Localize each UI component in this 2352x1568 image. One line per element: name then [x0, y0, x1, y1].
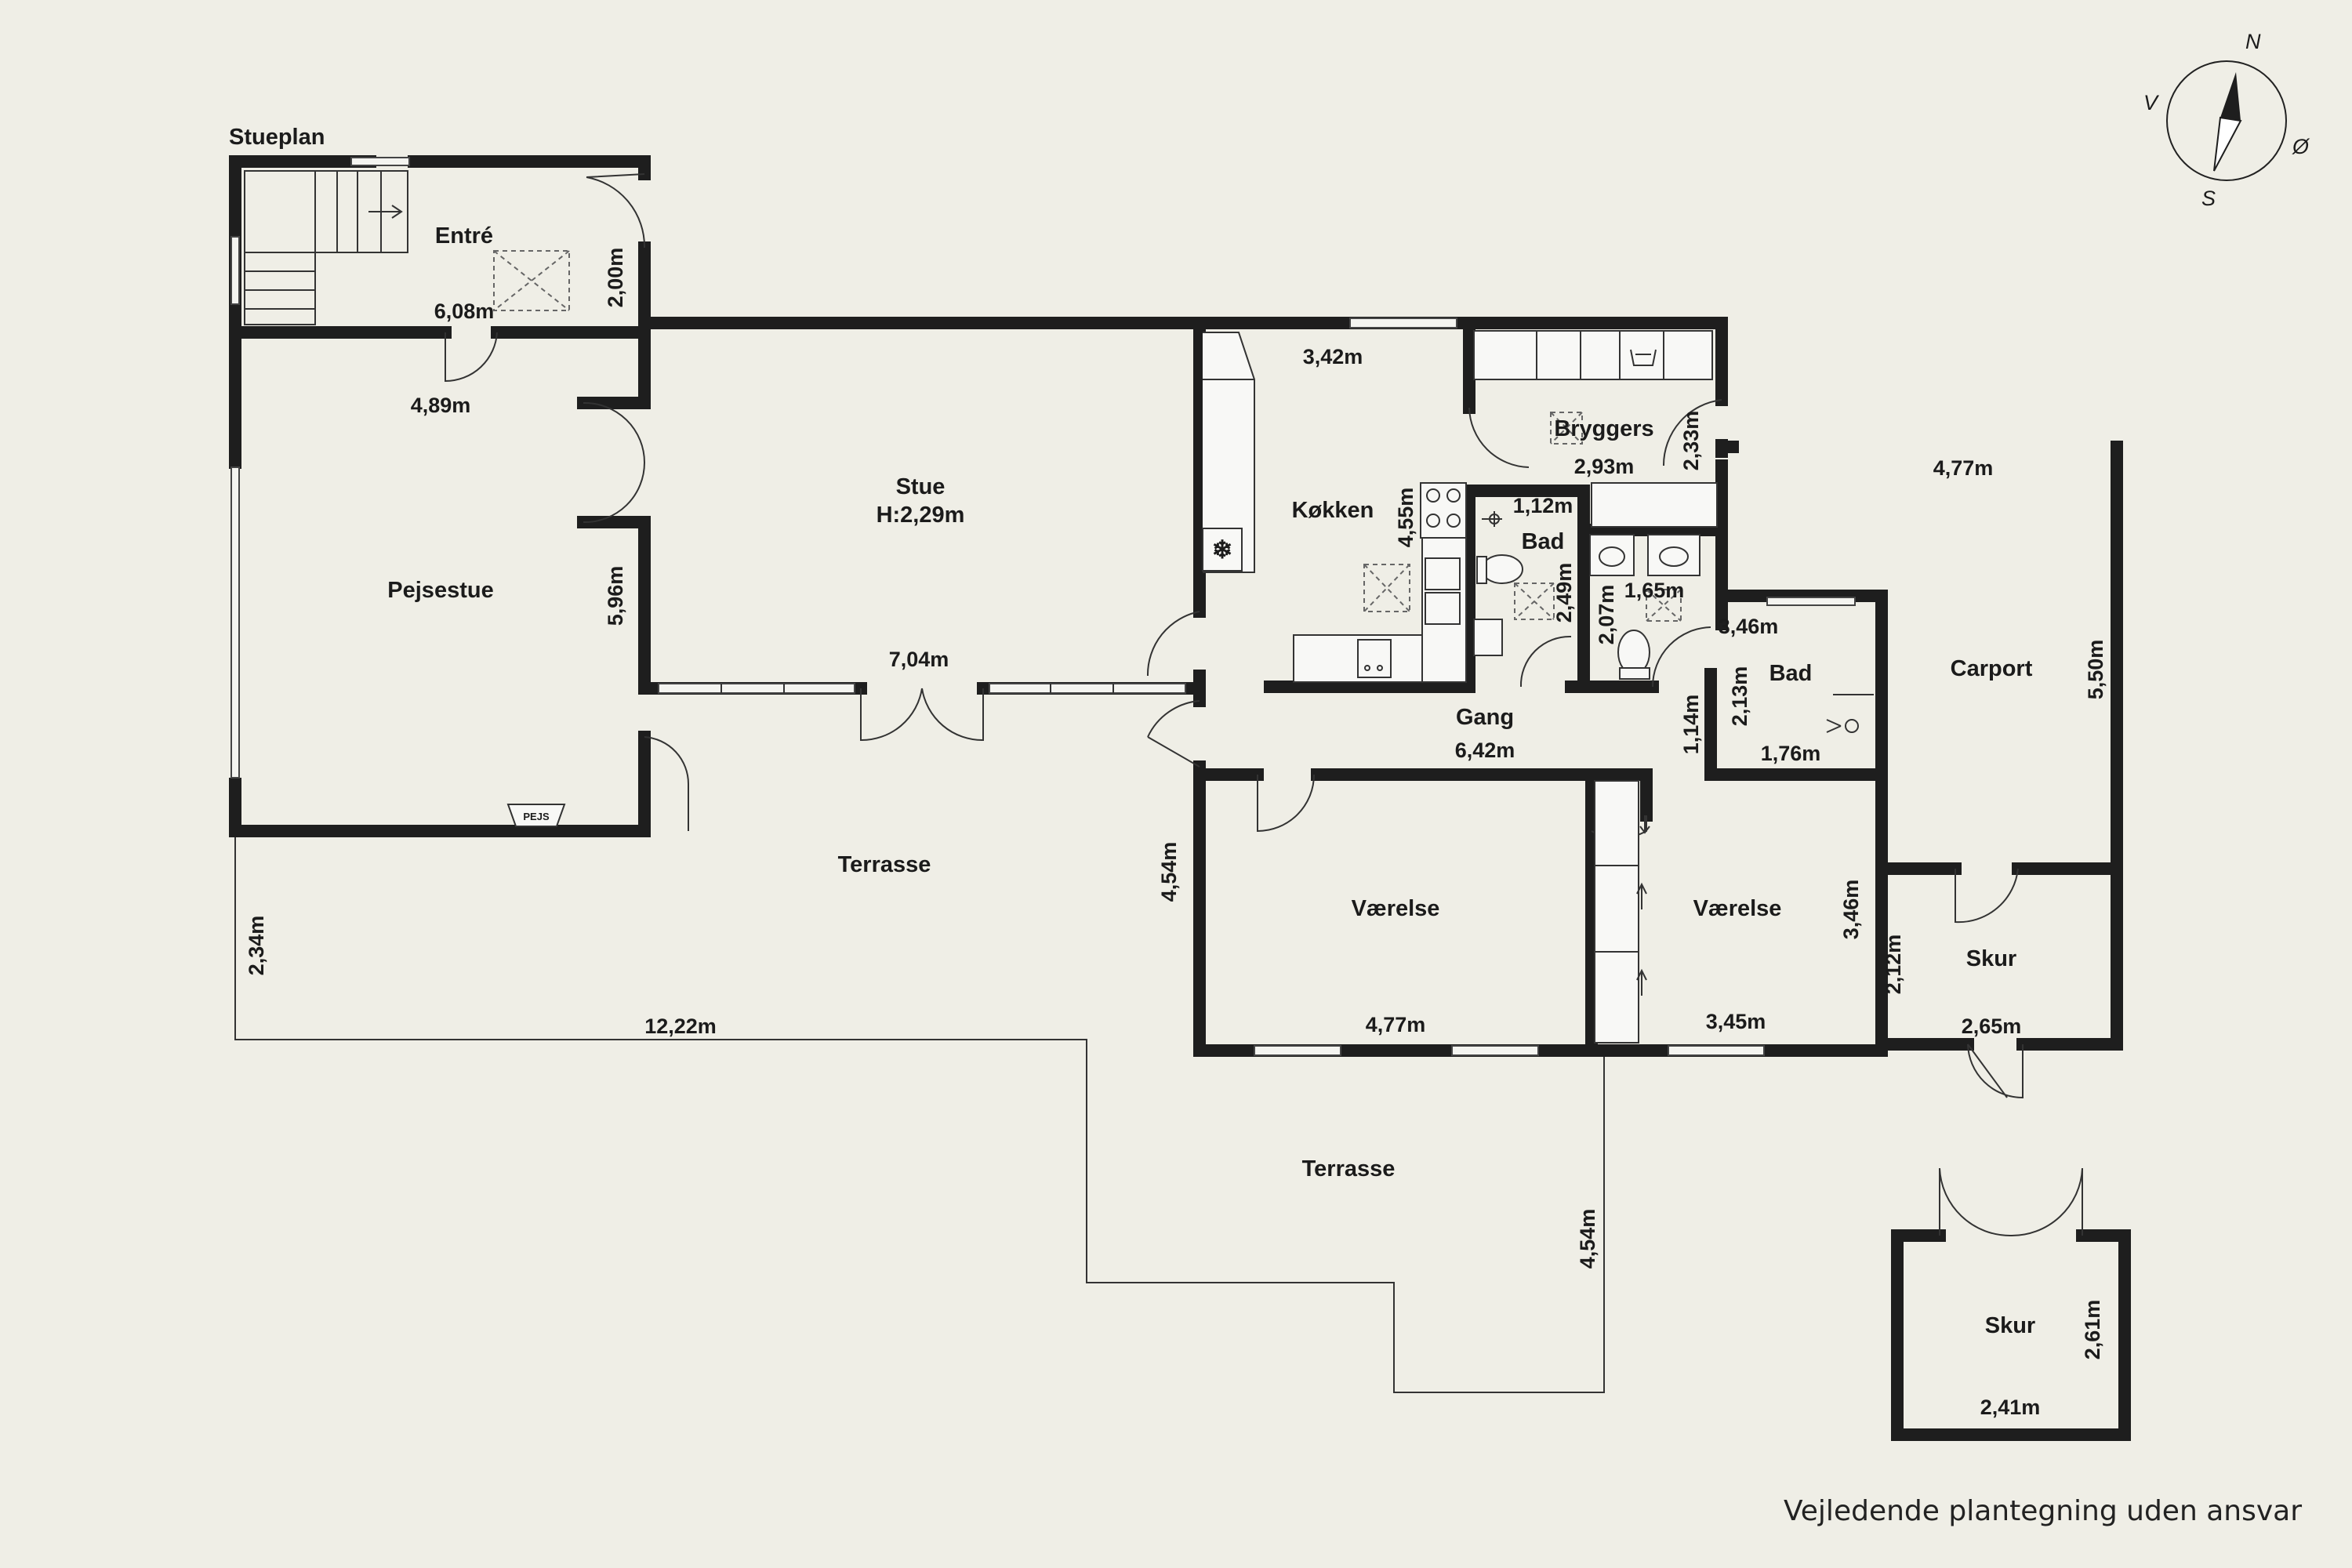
compass-needle-north: [2220, 72, 2241, 121]
dim-carport-h: 5,50m: [2084, 640, 2107, 700]
room-terrasse1: Terrasse: [838, 852, 931, 877]
room-stue-height: H:2,29m: [877, 503, 965, 528]
fireplace: PEJS: [506, 804, 566, 827]
disclaimer: Vejledende plantegning uden ansvar: [1783, 1495, 2302, 1527]
dim-vaerelse2-w: 3,45m: [1706, 1010, 1766, 1033]
fireplace-label: PEJS: [523, 811, 550, 822]
dim-bad1-h: 2,49m: [1552, 563, 1576, 623]
dim-vaerelse1-w: 4,77m: [1366, 1013, 1426, 1036]
dim-bryggers-w: 2,93m: [1574, 455, 1635, 478]
compass: N S Ø V: [2143, 30, 2310, 210]
dim-skur2-h: 2,61m: [2081, 1300, 2104, 1360]
room-bryggers: Bryggers: [1554, 416, 1653, 441]
wardrobe: [1594, 780, 1650, 1044]
dim-skur1-h: 2,12m: [1882, 935, 1905, 995]
dim-bryggers-h: 2,33m: [1679, 411, 1703, 471]
dim-entre-h: 2,00m: [604, 248, 627, 308]
dim-gang-h: 1,14m: [1679, 695, 1703, 755]
dim-skur1-w: 2,65m: [1962, 1014, 2022, 1038]
dim-pejsestue-h: 5,96m: [604, 566, 627, 626]
dim-hall-w: 1,65m: [1624, 579, 1685, 602]
bathroom-1-fixtures: [1473, 511, 1555, 656]
room-vaerelse2: Værelse: [1693, 896, 1782, 921]
utility-units: [1473, 330, 1718, 528]
room-bad1: Bad: [1522, 529, 1565, 554]
room-entre: Entré: [435, 223, 493, 249]
freezer-icon: ❄: [1212, 535, 1233, 564]
dim-kokken-w: 3,42m: [1303, 345, 1363, 368]
dim-stue-w: 7,04m: [889, 648, 949, 671]
room-kokken: Køkken: [1292, 498, 1374, 523]
dim-bad2-top: 3,46m: [1719, 615, 1779, 638]
dim-terrasse1-w: 12,22m: [644, 1014, 717, 1038]
room-vaerelse1: Værelse: [1352, 896, 1440, 921]
room-gang: Gang: [1456, 705, 1514, 730]
windows: [230, 157, 1856, 1056]
compass-s: S: [2201, 187, 2216, 210]
room-pejsestue: Pejsestue: [387, 578, 493, 603]
compass-w: V: [2143, 91, 2160, 114]
skylight-entre: [493, 250, 570, 311]
terrace-outline: [234, 831, 1605, 1393]
kitchen-counters: ❄: [1202, 332, 1467, 683]
dim-entre-w: 6,08m: [434, 299, 495, 323]
hall-2-fixtures: [1589, 534, 1700, 680]
plan-title: Stueplan: [229, 125, 325, 150]
dim-bad1-w: 1,12m: [1513, 494, 1573, 517]
dim-hall-h: 2,07m: [1595, 585, 1618, 645]
room-skur2: Skur: [1985, 1313, 2035, 1338]
dim-bad2-h: 2,13m: [1728, 666, 1751, 727]
compass-needle-south: [2213, 116, 2242, 172]
labels: Stueplan Entré 6,08m 2,00m 4,89m Pejsest…: [229, 125, 2107, 1419]
room-carport: Carport: [1951, 656, 2033, 681]
dim-pejsestue-w: 4,89m: [411, 394, 471, 417]
dim-kokken-h: 4,55m: [1394, 488, 1417, 548]
walls: [229, 155, 2131, 1441]
dim-terrasse1-h: 2,34m: [245, 916, 268, 976]
dim-terrasse2-h: 4,54m: [1576, 1209, 1599, 1269]
room-terrasse2: Terrasse: [1302, 1156, 1396, 1181]
doors: [445, 173, 2083, 1237]
room-bad2: Bad: [1769, 661, 1813, 686]
dim-vaerelse1-h: 4,54m: [1157, 842, 1181, 902]
staircase: [244, 170, 408, 325]
bathroom-2-fixtures: [1826, 694, 1874, 733]
room-skur1: Skur: [1966, 946, 2016, 971]
dim-skur2-w: 2,41m: [1980, 1396, 2041, 1419]
dim-gang-w: 6,42m: [1455, 739, 1515, 762]
room-stue: Stue: [896, 474, 946, 499]
compass-e: Ø: [2292, 135, 2310, 158]
dim-vaerelse2-h: 3,46m: [1839, 880, 1863, 940]
dim-carport-w: 4,77m: [1933, 456, 1994, 480]
dim-bad2-w: 1,76m: [1761, 742, 1821, 765]
compass-n: N: [2245, 30, 2261, 53]
fixtures: PEJS ❄: [244, 170, 1874, 1044]
